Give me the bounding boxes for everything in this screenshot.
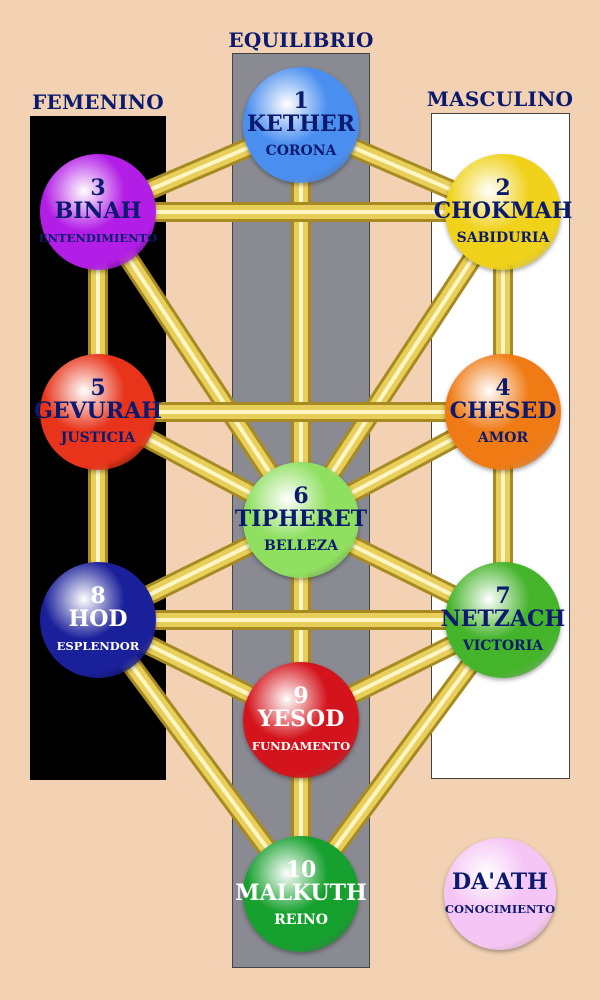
sephira-name: CHOKMAH	[433, 198, 573, 224]
sephira-number: 1	[293, 88, 309, 114]
sephira-binah: 3 BINAH ENTENDIMIENTO	[38, 154, 158, 270]
sephira-tiphereth: 6 TIPHERET BELLEZA	[235, 462, 367, 578]
path-binah-tiphereth-highlight	[96, 210, 303, 522]
sephira-hod: 8 HOD ESPLENDOR	[40, 562, 156, 678]
sephira-number: 3	[90, 175, 106, 201]
sephira-meaning: VICTORIA	[462, 638, 544, 654]
sephira-netzach: 7 NETZACH VICTORIA	[441, 562, 565, 678]
sephira-number: 9	[293, 683, 309, 709]
sephira-number: 7	[495, 583, 511, 609]
sephira-kether: 1 KETHER CORONA	[243, 67, 359, 183]
pillar-label-equilibrium: EQUILIBRIO	[228, 28, 374, 52]
sephira-meaning: BELLEZA	[264, 538, 338, 554]
sephira-name: CHESED	[449, 398, 557, 424]
sephira-gevurah: 5 GEVURAH JUSTICIA	[34, 354, 162, 470]
sephira-name: GEVURAH	[34, 398, 162, 424]
path-chokmah-tiphereth-highlight	[299, 210, 505, 522]
sephira-name: BINAH	[54, 198, 142, 224]
sephira-yesod: 9 YESOD FUNDAMENTO	[243, 662, 359, 778]
sephira-name: HOD	[68, 606, 128, 632]
sephira-meaning: FUNDAMENTO	[251, 739, 351, 753]
sephira-meaning: REINO	[274, 912, 328, 928]
sephira-number: 6	[293, 483, 309, 509]
sephira-number: 8	[90, 583, 106, 609]
sephira-daath: DA'ATH CONOCIMIENTO	[444, 838, 556, 950]
sephira-chesed: 4 CHESED AMOR	[445, 354, 561, 470]
sephira-name: MALKUTH	[235, 880, 367, 906]
sephira-name: NETZACH	[440, 606, 566, 632]
sephira-number: 2	[495, 175, 511, 201]
sephira-meaning: ESPLENDOR	[56, 639, 140, 653]
sephira-meaning: ENTENDIMIENTO	[38, 231, 158, 245]
pillar-label-masculine: MASCULINO	[426, 87, 574, 111]
sephira-number: 5	[90, 375, 106, 401]
sephira-name: TIPHERET	[234, 506, 368, 532]
sephira-malkuth: 10 MALKUTH REINO	[235, 836, 367, 952]
sephira-meaning: SABIDURIA	[456, 230, 550, 246]
sephira-number: 4	[495, 375, 511, 401]
sephira-meaning: AMOR	[477, 430, 529, 446]
sephira-number: 10	[285, 857, 317, 883]
sephira-name: KETHER	[246, 111, 356, 137]
sephira-name: DA'ATH	[452, 869, 548, 895]
sephira-chokmah: 2 CHOKMAH SABIDURIA	[434, 154, 572, 270]
pillar-label-feminine: FEMENINO	[32, 90, 164, 114]
sephira-meaning: JUSTICIA	[60, 430, 136, 446]
sephira-name: YESOD	[257, 706, 345, 732]
sephira-meaning: CORONA	[265, 143, 337, 159]
sephira-meaning: CONOCIMIENTO	[444, 902, 556, 916]
